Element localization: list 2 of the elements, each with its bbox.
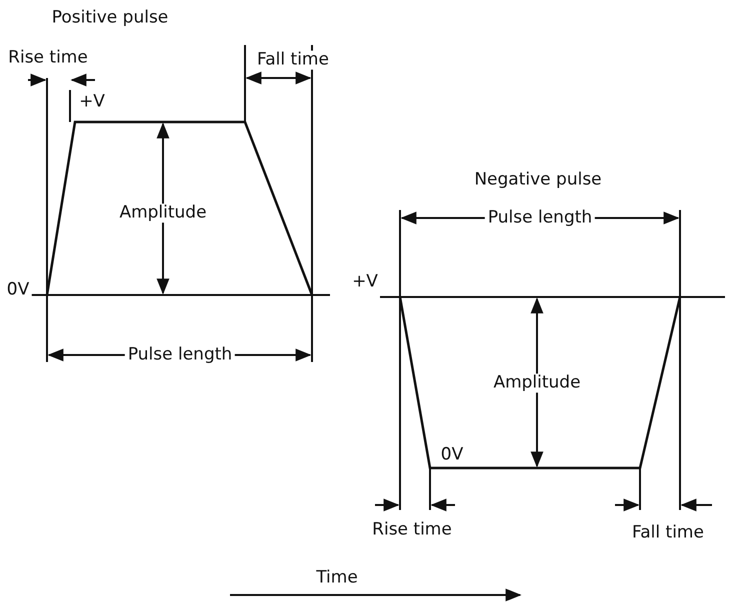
dimension-label: Pulse length <box>124 346 236 364</box>
dimension-label: Pulse length <box>484 208 596 228</box>
